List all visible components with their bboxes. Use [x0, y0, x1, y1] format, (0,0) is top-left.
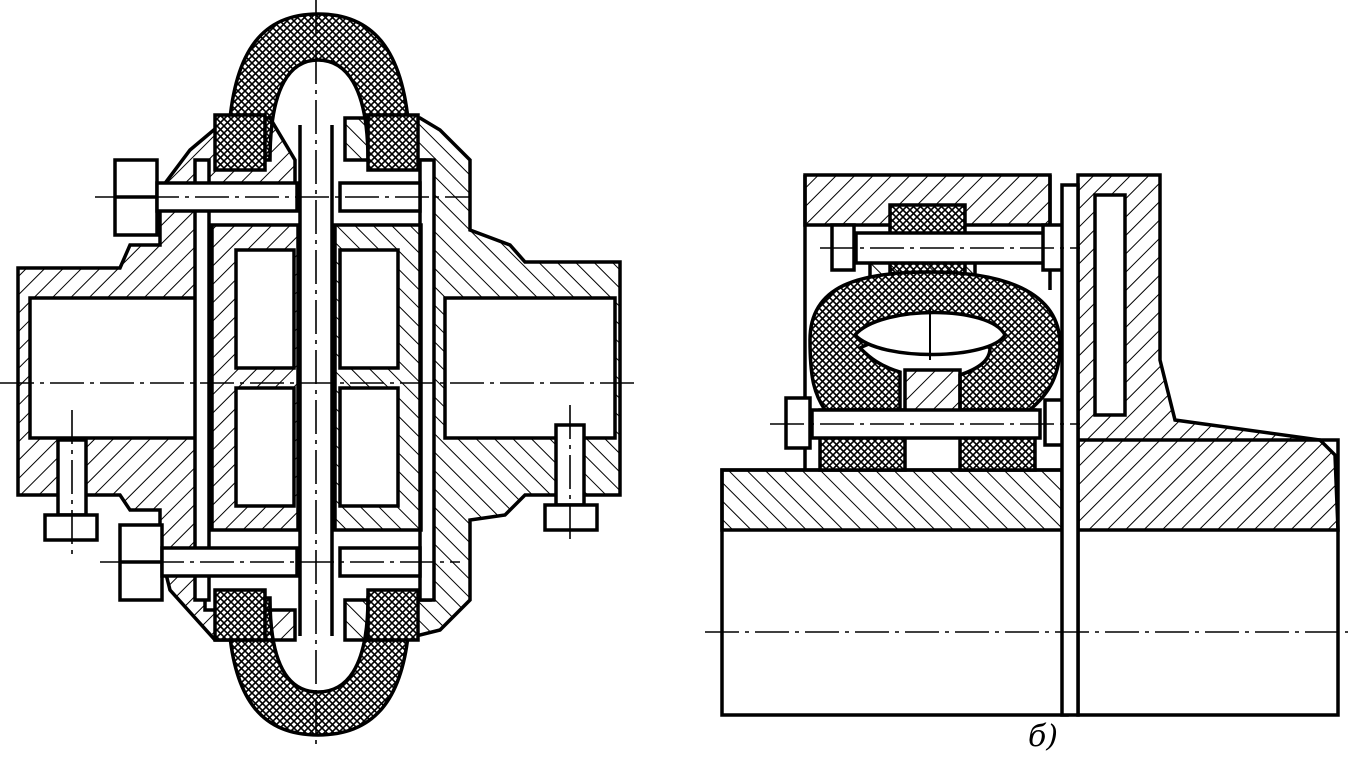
coupling-view-b — [705, 173, 1348, 717]
hub-right-b — [1076, 173, 1340, 532]
coupling-view-a — [0, 0, 640, 745]
figure-caption-b: б) — [1028, 719, 1059, 754]
rubber-tire-b — [808, 270, 1062, 412]
hub-left-b — [720, 468, 1064, 532]
